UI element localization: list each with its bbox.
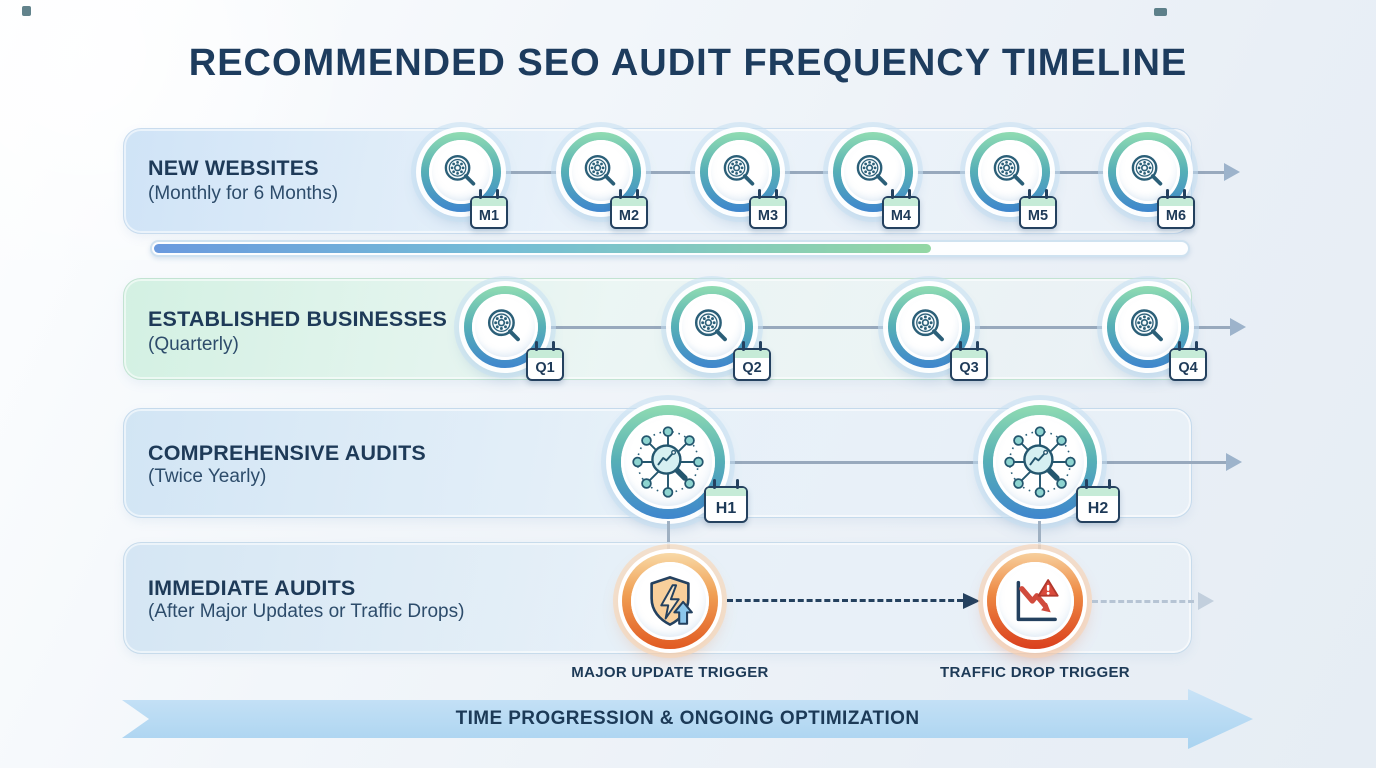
- dashed-connector-continuation: [1092, 600, 1194, 603]
- row-subheading-comprehensive-audits: (Twice Yearly): [148, 466, 267, 487]
- seo-magnifier-icon: [482, 304, 528, 350]
- calendar-icon: M4: [882, 189, 920, 229]
- calendar-icon: M6: [1157, 189, 1195, 229]
- arrow-right-icon: [1224, 163, 1240, 181]
- calendar-period-label: Q3: [959, 360, 979, 376]
- trigger-ring: [622, 553, 718, 649]
- network-audit-icon: [628, 422, 708, 502]
- audit-node-ring: [983, 405, 1097, 519]
- traffic-drop-trigger-node: [987, 553, 1083, 649]
- calendar-period-label: H1: [715, 499, 737, 517]
- audit-node-ring: [611, 405, 725, 519]
- row-panel-established-businesses: [123, 278, 1192, 380]
- calendar-period-label: M5: [1027, 208, 1049, 224]
- row-subheading-immediate-audits: (After Major Updates or Traffic Drops): [148, 601, 465, 622]
- major-update-trigger-label: MAJOR UPDATE TRIGGER: [571, 664, 769, 681]
- calendar-period-label: Q1: [535, 360, 555, 376]
- row-heading-comprehensive-audits: COMPREHENSIVE AUDITS: [148, 441, 426, 465]
- major-update-trigger-node: [622, 553, 718, 649]
- calendar-period-label: M6: [1165, 208, 1187, 224]
- timeline-line-halfyear: [668, 461, 1230, 464]
- timeline-node-m2: M2: [561, 132, 648, 229]
- progress-bar-track: [150, 240, 1190, 257]
- timeline-node-q3: Q3: [888, 286, 988, 381]
- calendar-icon: H1: [704, 479, 748, 523]
- calendar-icon: M5: [1019, 189, 1057, 229]
- time-progression-arrow: TIME PROGRESSION & ONGOING OPTIMIZATION: [122, 689, 1253, 749]
- traffic-drop-icon: [1007, 573, 1063, 629]
- arrow-right-icon: [1226, 453, 1242, 471]
- seo-magnifier-icon: [579, 150, 623, 194]
- timeline-node-m5: M5: [970, 132, 1057, 229]
- time-progression-label: TIME PROGRESSION & ONGOING OPTIMIZATION: [455, 708, 920, 729]
- calendar-period-label: M2: [618, 208, 640, 224]
- calendar-icon: Q4: [1169, 341, 1207, 381]
- calendar-icon: M1: [470, 189, 508, 229]
- trigger-ring: [987, 553, 1083, 649]
- seo-magnifier-icon: [906, 304, 952, 350]
- seo-magnifier-icon: [1125, 304, 1171, 350]
- calendar-period-label: H2: [1087, 499, 1109, 517]
- calendar-period-label: Q4: [1178, 360, 1198, 376]
- calendar-icon: Q3: [950, 341, 988, 381]
- row-heading-immediate-audits: IMMEDIATE AUDITS: [148, 576, 356, 600]
- connector-h2-trigger: [1038, 521, 1041, 553]
- timeline-node-m4: M4: [833, 132, 920, 229]
- timeline-node-m1: M1: [421, 132, 508, 229]
- timeline-line-quarterly: [505, 326, 1235, 329]
- timeline-node-q4: Q4: [1107, 286, 1207, 381]
- calendar-period-label: Q2: [742, 360, 762, 376]
- seo-magnifier-icon: [1126, 150, 1170, 194]
- calendar-period-label: M1: [478, 208, 500, 224]
- row-heading-established-businesses: ESTABLISHED BUSINESSES: [148, 307, 448, 331]
- corner-mark-left: [22, 6, 31, 16]
- timeline-node-q2: Q2: [671, 286, 771, 381]
- connector-h1-trigger: [667, 521, 670, 553]
- shield-bolt-icon: [642, 573, 698, 629]
- progress-bar-fill: [154, 244, 931, 253]
- seo-magnifier-icon: [718, 150, 762, 194]
- calendar-icon: M3: [749, 189, 787, 229]
- timeline-node-h2: H2: [983, 405, 1120, 523]
- seo-magnifier-icon: [851, 150, 895, 194]
- calendar-icon: Q2: [733, 341, 771, 381]
- seo-magnifier-icon: [988, 150, 1032, 194]
- calendar-period-label: M4: [890, 208, 912, 224]
- arrow-right-light-icon: [1198, 592, 1214, 610]
- calendar-icon: H2: [1076, 479, 1120, 523]
- audit-node-ring: [421, 132, 501, 212]
- page-title: RECOMMENDED SEO AUDIT FREQUENCY TIMELINE: [188, 42, 1188, 84]
- row-subheading-new-websites: (Monthly for 6 Months): [148, 183, 339, 204]
- corner-mark-right: [1154, 8, 1167, 16]
- network-audit-icon: [1000, 422, 1080, 502]
- calendar-period-label: M3: [757, 208, 779, 224]
- timeline-node-q1: Q1: [464, 286, 564, 381]
- timeline-node-m6: M6: [1108, 132, 1195, 229]
- arrow-right-icon: [1230, 318, 1246, 336]
- timeline-node-h1: H1: [611, 405, 748, 523]
- row-heading-new-websites: NEW WEBSITES: [148, 156, 319, 180]
- seo-magnifier-icon: [439, 150, 483, 194]
- calendar-icon: M2: [610, 189, 648, 229]
- traffic-drop-trigger-label: TRAFFIC DROP TRIGGER: [940, 664, 1130, 681]
- seo-magnifier-icon: [689, 304, 735, 350]
- calendar-icon: Q1: [526, 341, 564, 381]
- audit-node-ring: [464, 286, 546, 368]
- arrow-right-navy-icon: [963, 592, 980, 609]
- timeline-node-m3: M3: [700, 132, 787, 229]
- dashed-connector-triggers: [727, 599, 963, 602]
- row-subheading-established-businesses: (Quarterly): [148, 334, 239, 355]
